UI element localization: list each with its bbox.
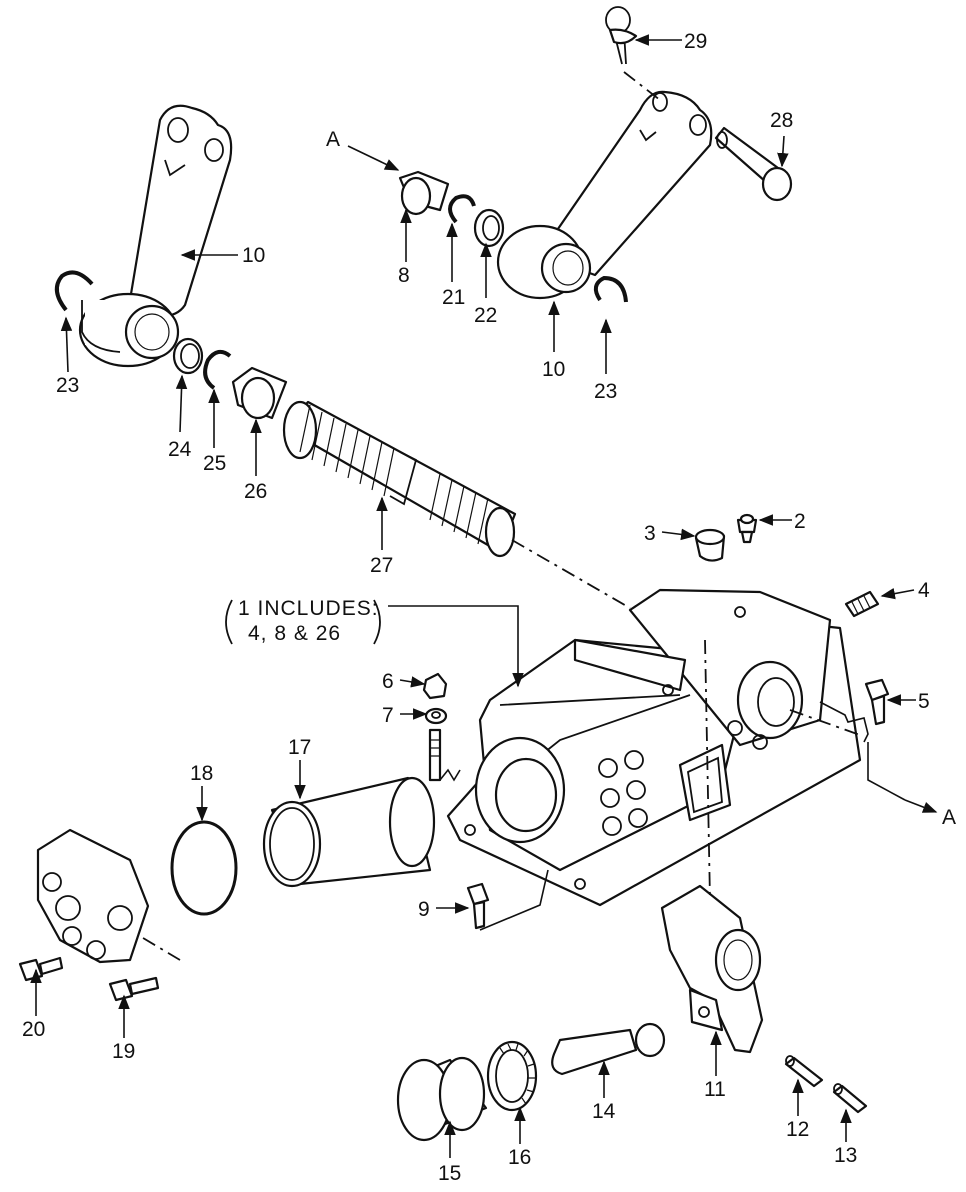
callout-23-right: 23 — [594, 380, 617, 403]
callout-5: 5 — [918, 690, 930, 713]
lift-arm-left — [78, 104, 233, 368]
seal-ring-21 — [448, 194, 476, 224]
snap-ring-23-left — [54, 270, 94, 312]
washer-7 — [424, 707, 448, 725]
callout-labels: 29 28 A 10 8 21 22 10 23 23 24 25 26 27 … — [22, 30, 956, 1185]
callout-18: 18 — [190, 762, 213, 785]
piston-ring-16 — [486, 1040, 538, 1112]
callout-3: 3 — [644, 522, 656, 545]
connecting-rod-14 — [551, 1022, 666, 1076]
callout-28: 28 — [770, 109, 793, 132]
cylinder-17 — [262, 776, 436, 888]
note-line-1: 1 INCLUDES: — [238, 597, 379, 620]
callout-27: 27 — [370, 554, 393, 577]
bolt-19 — [108, 976, 160, 1002]
callout-2: 2 — [794, 510, 806, 533]
roll-pin-13 — [832, 1083, 868, 1114]
seal-ring-25 — [203, 349, 232, 390]
callout-20: 20 — [22, 1018, 45, 1041]
callout-7: 7 — [382, 704, 394, 727]
callout-10-left: 10 — [242, 244, 265, 267]
callout-10-right: 10 — [542, 358, 565, 381]
note-line-2: 4, 8 & 26 — [248, 622, 341, 645]
callout-11: 11 — [704, 1078, 726, 1101]
nut-6 — [422, 672, 448, 700]
callout-17: 17 — [288, 736, 311, 759]
cross-shaft-27 — [282, 400, 517, 558]
callout-26: 26 — [244, 480, 267, 503]
callout-9: 9 — [418, 898, 430, 921]
callout-13: 13 — [834, 1144, 857, 1167]
callout-14: 14 — [592, 1100, 616, 1123]
callout-leaders — [30, 34, 938, 1158]
callout-29: 29 — [684, 30, 707, 53]
callout-24: 24 — [168, 438, 192, 461]
callout-19: 19 — [112, 1040, 135, 1063]
bushing-24 — [172, 337, 204, 375]
o-ring-18 — [170, 820, 238, 916]
bolt-9 — [466, 882, 490, 930]
ref-a-top: A — [326, 128, 340, 151]
lift-arm-right — [496, 90, 713, 300]
lift-housing-1 — [446, 588, 862, 907]
callout-15: 15 — [438, 1162, 461, 1185]
roll-pin-12 — [784, 1055, 824, 1088]
valve-block — [36, 828, 150, 964]
piston-15 — [396, 1056, 488, 1142]
callout-4: 4 — [918, 579, 930, 602]
bushing-8 — [398, 170, 450, 216]
callout-21: 21 — [442, 286, 465, 309]
callout-12: 12 — [786, 1118, 809, 1141]
stud-mount — [428, 728, 442, 782]
callout-6: 6 — [382, 670, 394, 693]
linch-pin-29 — [605, 6, 638, 65]
grease-fitting-2 — [736, 513, 758, 544]
callout-23-left: 23 — [56, 374, 79, 397]
pin-28 — [714, 126, 793, 202]
bushing-26 — [231, 366, 288, 420]
callout-16: 16 — [508, 1146, 531, 1169]
snap-ring-23-right — [593, 275, 628, 303]
callout-22: 22 — [474, 304, 497, 327]
callout-25: 25 — [203, 452, 226, 475]
stud-4 — [844, 590, 880, 618]
callout-8: 8 — [398, 264, 410, 287]
control-arm-11 — [660, 884, 764, 1054]
bolt-20 — [18, 956, 64, 982]
bolt-5 — [864, 678, 890, 726]
plug-3 — [694, 528, 726, 562]
includes-note: 1 INCLUDES: 4, 8 & 26 — [225, 597, 381, 645]
bushing-22 — [473, 208, 505, 248]
ref-a-right: A — [942, 806, 956, 829]
